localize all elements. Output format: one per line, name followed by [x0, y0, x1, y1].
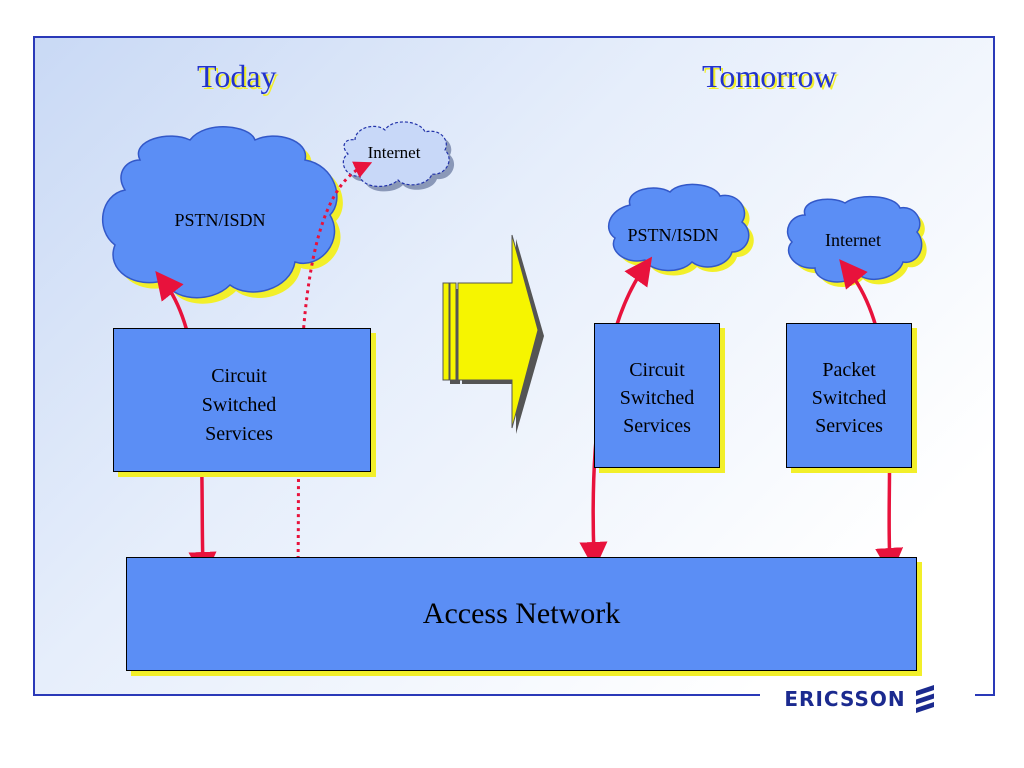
cloud-label-tomorrow-internet: Internet	[825, 230, 881, 250]
logo-text: ERICSSON	[784, 687, 906, 711]
heading-tomorrow: Tomorrow	[702, 58, 837, 94]
box-line-2: Switched	[619, 387, 695, 409]
cloud-label-tomorrow-pstn: PSTN/ISDN	[627, 225, 719, 245]
box-line-3: Services	[815, 415, 883, 437]
box-line-3: Services	[623, 415, 691, 437]
box-line-1: Circuit	[629, 359, 685, 381]
cloud-tomorrow-pstn	[607, 183, 754, 276]
box-today-circuit-switched: Circuit Switched Services	[113, 328, 371, 472]
box-tomorrow-circuit-switched: Circuit Switched Services	[594, 323, 720, 468]
ericsson-stripes-icon	[915, 685, 934, 713]
cloud-today-pstn	[101, 126, 343, 304]
arrow-today-internet-dotted	[296, 161, 373, 567]
box-line-3: Services	[205, 423, 273, 445]
cloud-label-today-internet: Internet	[367, 143, 421, 162]
access-network-label: Access Network	[422, 597, 621, 630]
cloud-label-today-pstn: PSTN/ISDN	[174, 210, 266, 230]
transition-arrow	[442, 234, 544, 434]
heading-today: Today	[197, 58, 277, 94]
box-line-1: Circuit	[211, 365, 267, 387]
frame-border	[33, 36, 995, 696]
box-tomorrow-packet-switched: Packet Switched Services	[786, 323, 912, 468]
box-line-2: Switched	[201, 394, 277, 416]
ericsson-logo: ERICSSON	[780, 682, 940, 716]
box-line-1: Packet	[822, 359, 876, 381]
box-access-network: Access Network	[126, 557, 917, 671]
box-line-2: Switched	[811, 387, 887, 409]
